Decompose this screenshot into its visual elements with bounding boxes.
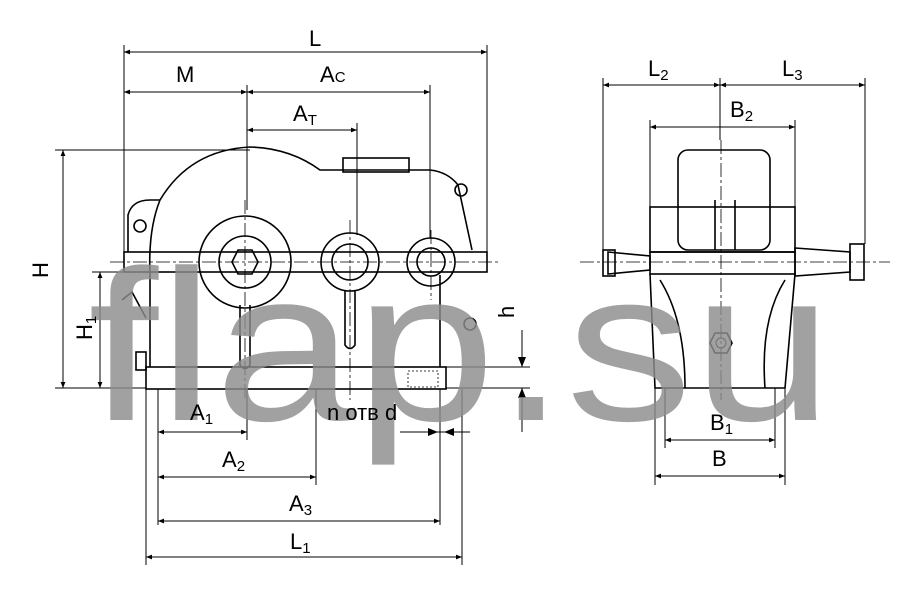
end-lower-housing	[649, 273, 796, 389]
lifting-eye-right	[454, 183, 468, 197]
end-housing-curves	[659, 279, 786, 389]
labels-side: L M AC AT H H1 h A1 n отв d A2 A3 L1	[28, 26, 519, 557]
drain-plug	[463, 317, 477, 331]
label-B1: B1	[710, 410, 733, 438]
housing-outline	[148, 146, 473, 367]
label-B2: B2	[730, 97, 753, 125]
lifting-eye-left	[133, 219, 147, 233]
labels-end: L2 L3 B2 B1 B	[648, 56, 803, 471]
housing-left-lug	[127, 199, 160, 252]
drain-boss	[135, 351, 147, 371]
label-B: B	[712, 446, 727, 471]
end-drain-nut	[709, 332, 733, 354]
label-h: h	[494, 306, 519, 318]
label-A1: A1	[190, 400, 213, 428]
inspection-cover	[342, 157, 410, 173]
left-shaft-nut	[602, 249, 616, 277]
base-plate	[145, 366, 447, 390]
end-rib	[714, 200, 736, 250]
label-L: L	[309, 26, 321, 51]
watermark: flap.su	[88, 225, 833, 466]
label-H: H	[28, 262, 53, 278]
oil-dipstick	[121, 290, 147, 319]
extension-lines-side	[55, 45, 530, 565]
label-At: AT	[293, 101, 317, 129]
side-view-gearbox	[110, 146, 500, 400]
label-A3: A3	[289, 491, 312, 519]
label-L2: L2	[648, 56, 669, 84]
label-H1: H1	[72, 316, 100, 340]
label-Ac: AC	[320, 62, 346, 87]
end-view-gearbox	[580, 78, 890, 485]
dimension-lines-side	[60, 49, 526, 560]
label-L1: L1	[290, 529, 311, 557]
left-shaft-end	[607, 251, 651, 275]
label-M: M	[176, 62, 194, 87]
label-n-holes-d: n отв d	[327, 400, 397, 425]
end-cover	[677, 149, 771, 251]
label-L3: L3	[782, 56, 803, 84]
mount-hole-section	[407, 370, 439, 388]
label-A2: A2	[222, 447, 245, 475]
